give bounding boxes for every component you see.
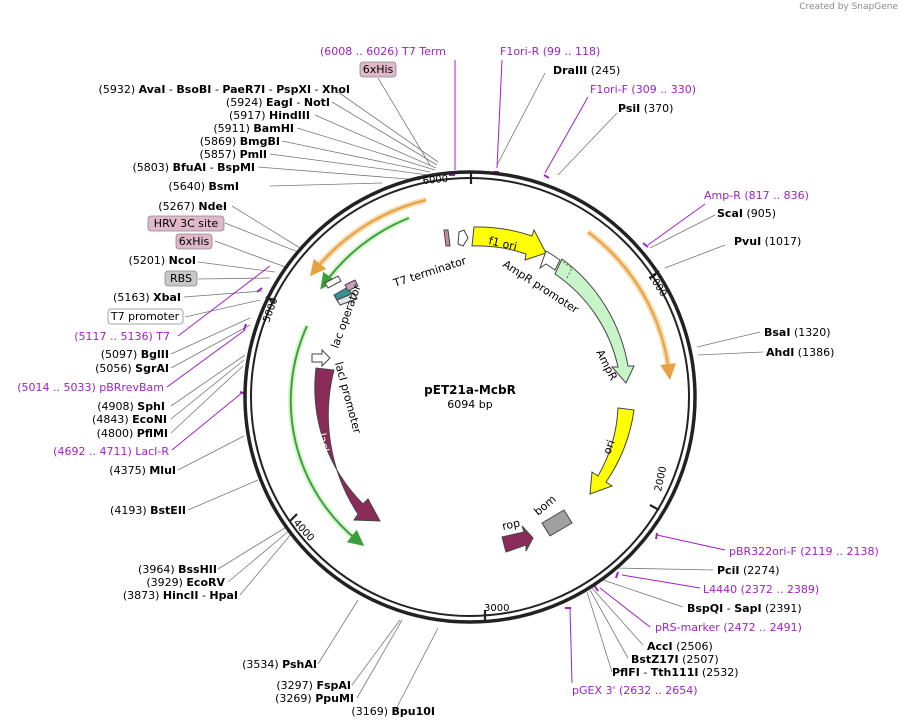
primer-t7-term: (6008 .. 6026) T7 Term	[320, 45, 446, 58]
badge-hrv-3c-site: HRV 3C site	[147, 215, 225, 232]
ori-arrow	[589, 407, 635, 495]
plasmid-length: 6094 bp	[447, 398, 492, 411]
enzyme-labels-left: (5932) AvaI - BsoBI - PaeR7I - PspXI - X…	[92, 83, 435, 718]
enzyme-labels-right: DraIII (245) PsiI (370) ScaI (905) PvuI (10…	[553, 64, 834, 679]
svg-text:T7 promoter: T7 promoter	[110, 310, 180, 323]
enzyme-left-17: (4193) BstEII	[110, 504, 186, 517]
ampr-promoter-arrow	[539, 250, 561, 271]
feature-arrows	[311, 226, 635, 553]
primer-t7: (5117 .. 5136) T7	[74, 330, 170, 343]
feature-rop: rop	[501, 516, 521, 532]
badge-t7-promoter: T7 promoter	[107, 308, 184, 325]
enzyme-right-10: PflFI - Tth111I (2532)	[612, 666, 739, 679]
leader-lines	[170, 72, 764, 712]
enzyme-left-15: (4800) PflMI	[97, 427, 168, 440]
primer-laci-r: (4692 .. 4711) LacI-R	[53, 445, 169, 458]
enzyme-left-6: (5803) BfuAI - BspMI	[132, 161, 255, 174]
enzyme-left-12: (5056) SgrAI	[95, 362, 169, 375]
badge-rbs: RBS	[164, 270, 198, 287]
enzyme-left-8: (5267) NdeI	[158, 200, 227, 213]
primer-pbr322ori-f: pBR322ori-F (2119 .. 2138)	[729, 545, 879, 558]
enzyme-right-5: AhdI (1386)	[766, 346, 834, 359]
feature-laci: lacI	[315, 432, 332, 453]
feature-t7-terminator: T7 terminator	[391, 254, 468, 290]
enzyme-left-4: (5869) BmgBI	[200, 135, 280, 148]
svg-text:6xHis: 6xHis	[363, 63, 394, 76]
rop-arrow	[501, 525, 534, 553]
badge-6xhis-top: 6xHis	[359, 61, 397, 78]
primer-l4440: L4440 (2372 .. 2389)	[703, 583, 819, 596]
enzyme-left-5: (5857) PmlI	[200, 148, 267, 161]
laci-arrow	[314, 367, 381, 522]
enzyme-left-9: (5201) NcoI	[129, 254, 196, 267]
enzyme-left-23: (3269) PpuMI	[275, 692, 354, 705]
primer-pgex-3: pGEX 3' (2632 .. 2654)	[572, 684, 698, 697]
primer-pbrrevbam: (5014 .. 5033) pBRrevBam	[17, 381, 164, 394]
feature-ori: ori	[601, 438, 618, 456]
primer-lines	[166, 59, 726, 684]
svg-text:6xHis: 6xHis	[179, 235, 210, 248]
enzyme-left-13: (4908) SphI	[97, 400, 165, 413]
enzyme-right-8: AccI (2506)	[647, 640, 713, 653]
backbone	[243, 170, 697, 624]
feature-bom: bom	[532, 493, 559, 519]
f1-ori-arrow	[471, 226, 547, 261]
badges: 6xHis HRV 3C site 6xHis RBS T7 promoter	[107, 61, 397, 325]
enzyme-right-6: PciI (2274)	[717, 564, 780, 577]
enzyme-right-7: BspQI - SapI (2391)	[687, 602, 802, 615]
plasmid-name: pET21a-McbR	[424, 383, 516, 397]
enzyme-right-1: PsiI (370)	[618, 102, 673, 115]
laci-promoter-arrow	[311, 348, 331, 368]
badge-6xhis-left: 6xHis	[175, 233, 213, 250]
enzyme-left-20: (3873) HincII - HpaI	[123, 589, 238, 602]
enzyme-left-24: (3169) Bpu10I	[351, 705, 435, 718]
bom-box	[541, 509, 573, 537]
enzyme-left-14: (4843) EcoNI	[92, 413, 167, 426]
enzyme-left-18: (3964) BssHII	[138, 563, 217, 576]
enzyme-left-10: (5163) XbaI	[113, 291, 181, 304]
svg-text:RBS: RBS	[170, 272, 192, 285]
enzyme-right-0: DraIII (245)	[553, 64, 620, 77]
enzyme-right-9: BstZ17I (2507)	[631, 653, 719, 666]
tick-label-2000: 2000	[653, 465, 669, 492]
enzyme-left-19: (3929) EcoRV	[146, 576, 225, 589]
ampr-arrow	[554, 258, 635, 384]
enzyme-left-7: (5640) BsmI	[168, 180, 239, 193]
feature-f1-ori: f1 ori	[487, 234, 518, 253]
mcs-stack	[324, 275, 359, 306]
enzyme-left-21: (3534) PshAI	[242, 658, 317, 671]
tick-marks	[265, 173, 660, 620]
enzyme-right-2: ScaI (905)	[717, 207, 776, 220]
enzyme-left-22: (3297) FspAI	[276, 679, 351, 692]
tick-label-3000: 3000	[484, 603, 509, 614]
enzyme-left-1: (5924) EagI - NotI	[226, 96, 330, 109]
primer-amp-r: Amp-R (817 .. 836)	[704, 189, 809, 202]
enzyme-left-2: (5917) HindIII	[229, 109, 310, 122]
tick-label-6000: 6000	[422, 174, 448, 187]
primer-f1ori-r: F1ori-R (99 .. 118)	[500, 45, 600, 58]
feature-laci-promoter: lacI promoter	[332, 360, 364, 435]
primer-labels: (6008 .. 6026) T7 Term F1ori-R (99 .. 11…	[17, 45, 879, 697]
orf-arcs	[287, 197, 676, 547]
enzyme-left-11: (5097) BglII	[101, 348, 169, 361]
primer-f1ori-f: F1ori-F (309 .. 330)	[590, 83, 696, 96]
enzyme-left-16: (4375) MluI	[109, 464, 176, 477]
svg-text:HRV 3C site: HRV 3C site	[154, 217, 219, 230]
t7-terminator-arrow	[457, 229, 469, 247]
enzyme-left-0: (5932) AvaI - BsoBI - PaeR7I - PspXI - X…	[99, 83, 350, 96]
enzyme-left-3: (5911) BamHI	[213, 122, 294, 135]
primer-prs-marker: pRS-marker (2472 .. 2491)	[655, 621, 802, 634]
enzyme-right-4: BsaI (1320)	[764, 326, 831, 339]
tick-label-5000: 5000	[261, 296, 280, 324]
snapgene-credit: Created by SnapGene	[799, 2, 898, 12]
his-tag-mark	[443, 229, 451, 247]
enzyme-right-3: PvuI (1017)	[734, 235, 801, 248]
